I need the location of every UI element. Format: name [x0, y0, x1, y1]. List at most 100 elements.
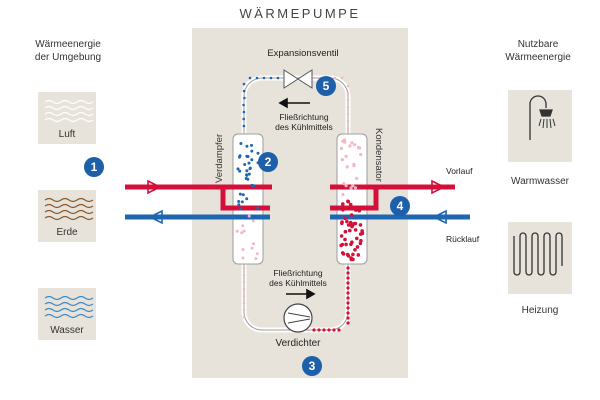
refrigerant-dot — [353, 186, 358, 190]
refrigerant-dot — [350, 224, 354, 229]
refrigerant-dot — [242, 315, 246, 319]
refrigerant-particles — [235, 76, 365, 332]
refrigerant-dot — [339, 234, 344, 238]
refrigerant-dot — [248, 166, 252, 170]
air-waves-icon — [44, 99, 94, 123]
flow-arrow-left-icon — [278, 97, 310, 109]
diagram-title: WÄRMEPUMPE — [239, 6, 361, 21]
refrigerant-dot — [356, 145, 360, 150]
refrigerant-dot — [346, 291, 350, 295]
refrigerant-dot — [343, 216, 347, 220]
refrigerant-dot — [355, 236, 359, 241]
refrigerant-dot — [238, 192, 242, 196]
refrigerant-dot — [242, 110, 246, 114]
refrigerant-dot — [312, 328, 316, 332]
refrigerant-dot — [340, 242, 345, 247]
refrigerant-dot — [346, 105, 350, 109]
refrigerant-dot — [348, 228, 352, 233]
refrigerant-dot — [238, 154, 242, 158]
refrigerant-dot — [343, 138, 347, 142]
refrigerant-dot — [247, 172, 251, 176]
refrigerant-dot — [356, 253, 361, 257]
refrigerant-dot — [248, 76, 252, 80]
refrigerant-dot — [339, 146, 344, 151]
source-label-water: Wasser — [50, 325, 84, 336]
refrigerant-dot — [358, 232, 363, 236]
refrigerant-dot — [346, 84, 350, 88]
refrigerant-dot — [251, 242, 255, 246]
refrigerant-dot — [346, 98, 350, 102]
refrigerant-dot — [352, 221, 357, 226]
source-label-earth: Erde — [56, 227, 78, 238]
refrigerant-dot — [245, 155, 249, 158]
refrigerant-dot — [332, 328, 336, 332]
refrigerant-dot — [242, 89, 246, 93]
refrigerant-dot — [346, 321, 350, 325]
refrigerant-dot — [341, 202, 345, 206]
usable-energy-heading: Nutzbare Wärmeenergie — [505, 39, 571, 63]
refrigerant-dot — [242, 266, 246, 270]
refrigerant-dot — [242, 301, 246, 305]
refrigerant-dot — [358, 241, 363, 246]
refrigerant-dot — [241, 224, 245, 228]
badge-1: 1 — [84, 157, 104, 177]
refrigerant-dot — [350, 240, 354, 244]
refrigerant-dot — [346, 223, 351, 227]
refrigerant-dot — [312, 76, 316, 80]
arrow-icon — [148, 209, 163, 225]
refrigerant-dot — [346, 276, 350, 280]
refrigerant-dot — [239, 207, 243, 211]
refrigerant-dot — [242, 273, 246, 277]
refrigerant-dot — [237, 203, 241, 207]
water-waves-icon — [44, 295, 94, 319]
refrigerant-dot — [341, 192, 345, 197]
source-label-air: Luft — [58, 129, 76, 140]
refrigerant-dot — [242, 229, 246, 233]
earth-waves-icon — [44, 197, 94, 221]
refrigerant-dot — [343, 229, 348, 234]
arrow-icon — [147, 179, 162, 195]
compressor-label: Verdichter — [275, 338, 321, 349]
refrigerant-dot — [254, 257, 258, 261]
ambient-energy-heading: Wärmeenergie der Umgebung — [34, 39, 102, 63]
refrigerant-dot — [350, 141, 354, 145]
refrigerant-dot — [353, 248, 357, 252]
output-label-heating: Heizung — [521, 305, 559, 316]
return-label: Rücklauf — [446, 234, 480, 244]
refrigerant-dot — [346, 199, 351, 204]
refrigerant-dot — [255, 76, 259, 80]
refrigerant-dot — [351, 184, 355, 188]
refrigerant-dot — [262, 76, 266, 80]
refrigerant-dot — [344, 242, 348, 247]
refrigerant-dot — [344, 154, 348, 158]
refrigerant-dot — [242, 308, 246, 312]
refrigerant-dot — [238, 169, 242, 173]
badge-3: 3 — [302, 356, 322, 376]
refrigerant-dot — [242, 124, 246, 128]
refrigerant-dot — [239, 142, 243, 145]
refrigerant-dot — [353, 228, 358, 232]
refrigerant-dot — [269, 76, 273, 80]
refrigerant-dot — [251, 219, 255, 223]
refrigerant-dot — [245, 173, 249, 177]
refrigerant-dot — [240, 200, 244, 204]
refrigerant-dot — [245, 144, 249, 148]
refrigerant-dot — [333, 76, 337, 80]
refrigerant-dot — [250, 143, 253, 147]
refrigerant-dot — [346, 126, 350, 130]
refrigerant-dot — [242, 82, 246, 86]
refrigerant-dot — [349, 213, 354, 217]
refrigerant-dot — [352, 164, 356, 168]
refrigerant-dot — [250, 183, 254, 187]
refrigerant-dot — [235, 229, 239, 233]
refrigerant-dot — [250, 149, 254, 153]
refrigerant-dot — [236, 167, 240, 171]
refrigerant-dot — [359, 152, 363, 157]
refrigerant-dot — [346, 306, 350, 310]
refrigerant-dot — [349, 257, 354, 262]
refrigerant-dot — [256, 151, 260, 155]
refrigerant-dot — [247, 161, 251, 165]
refrigerant-dot — [348, 202, 353, 207]
refrigerant-dot — [345, 219, 349, 224]
refrigerant-dot — [240, 231, 244, 235]
